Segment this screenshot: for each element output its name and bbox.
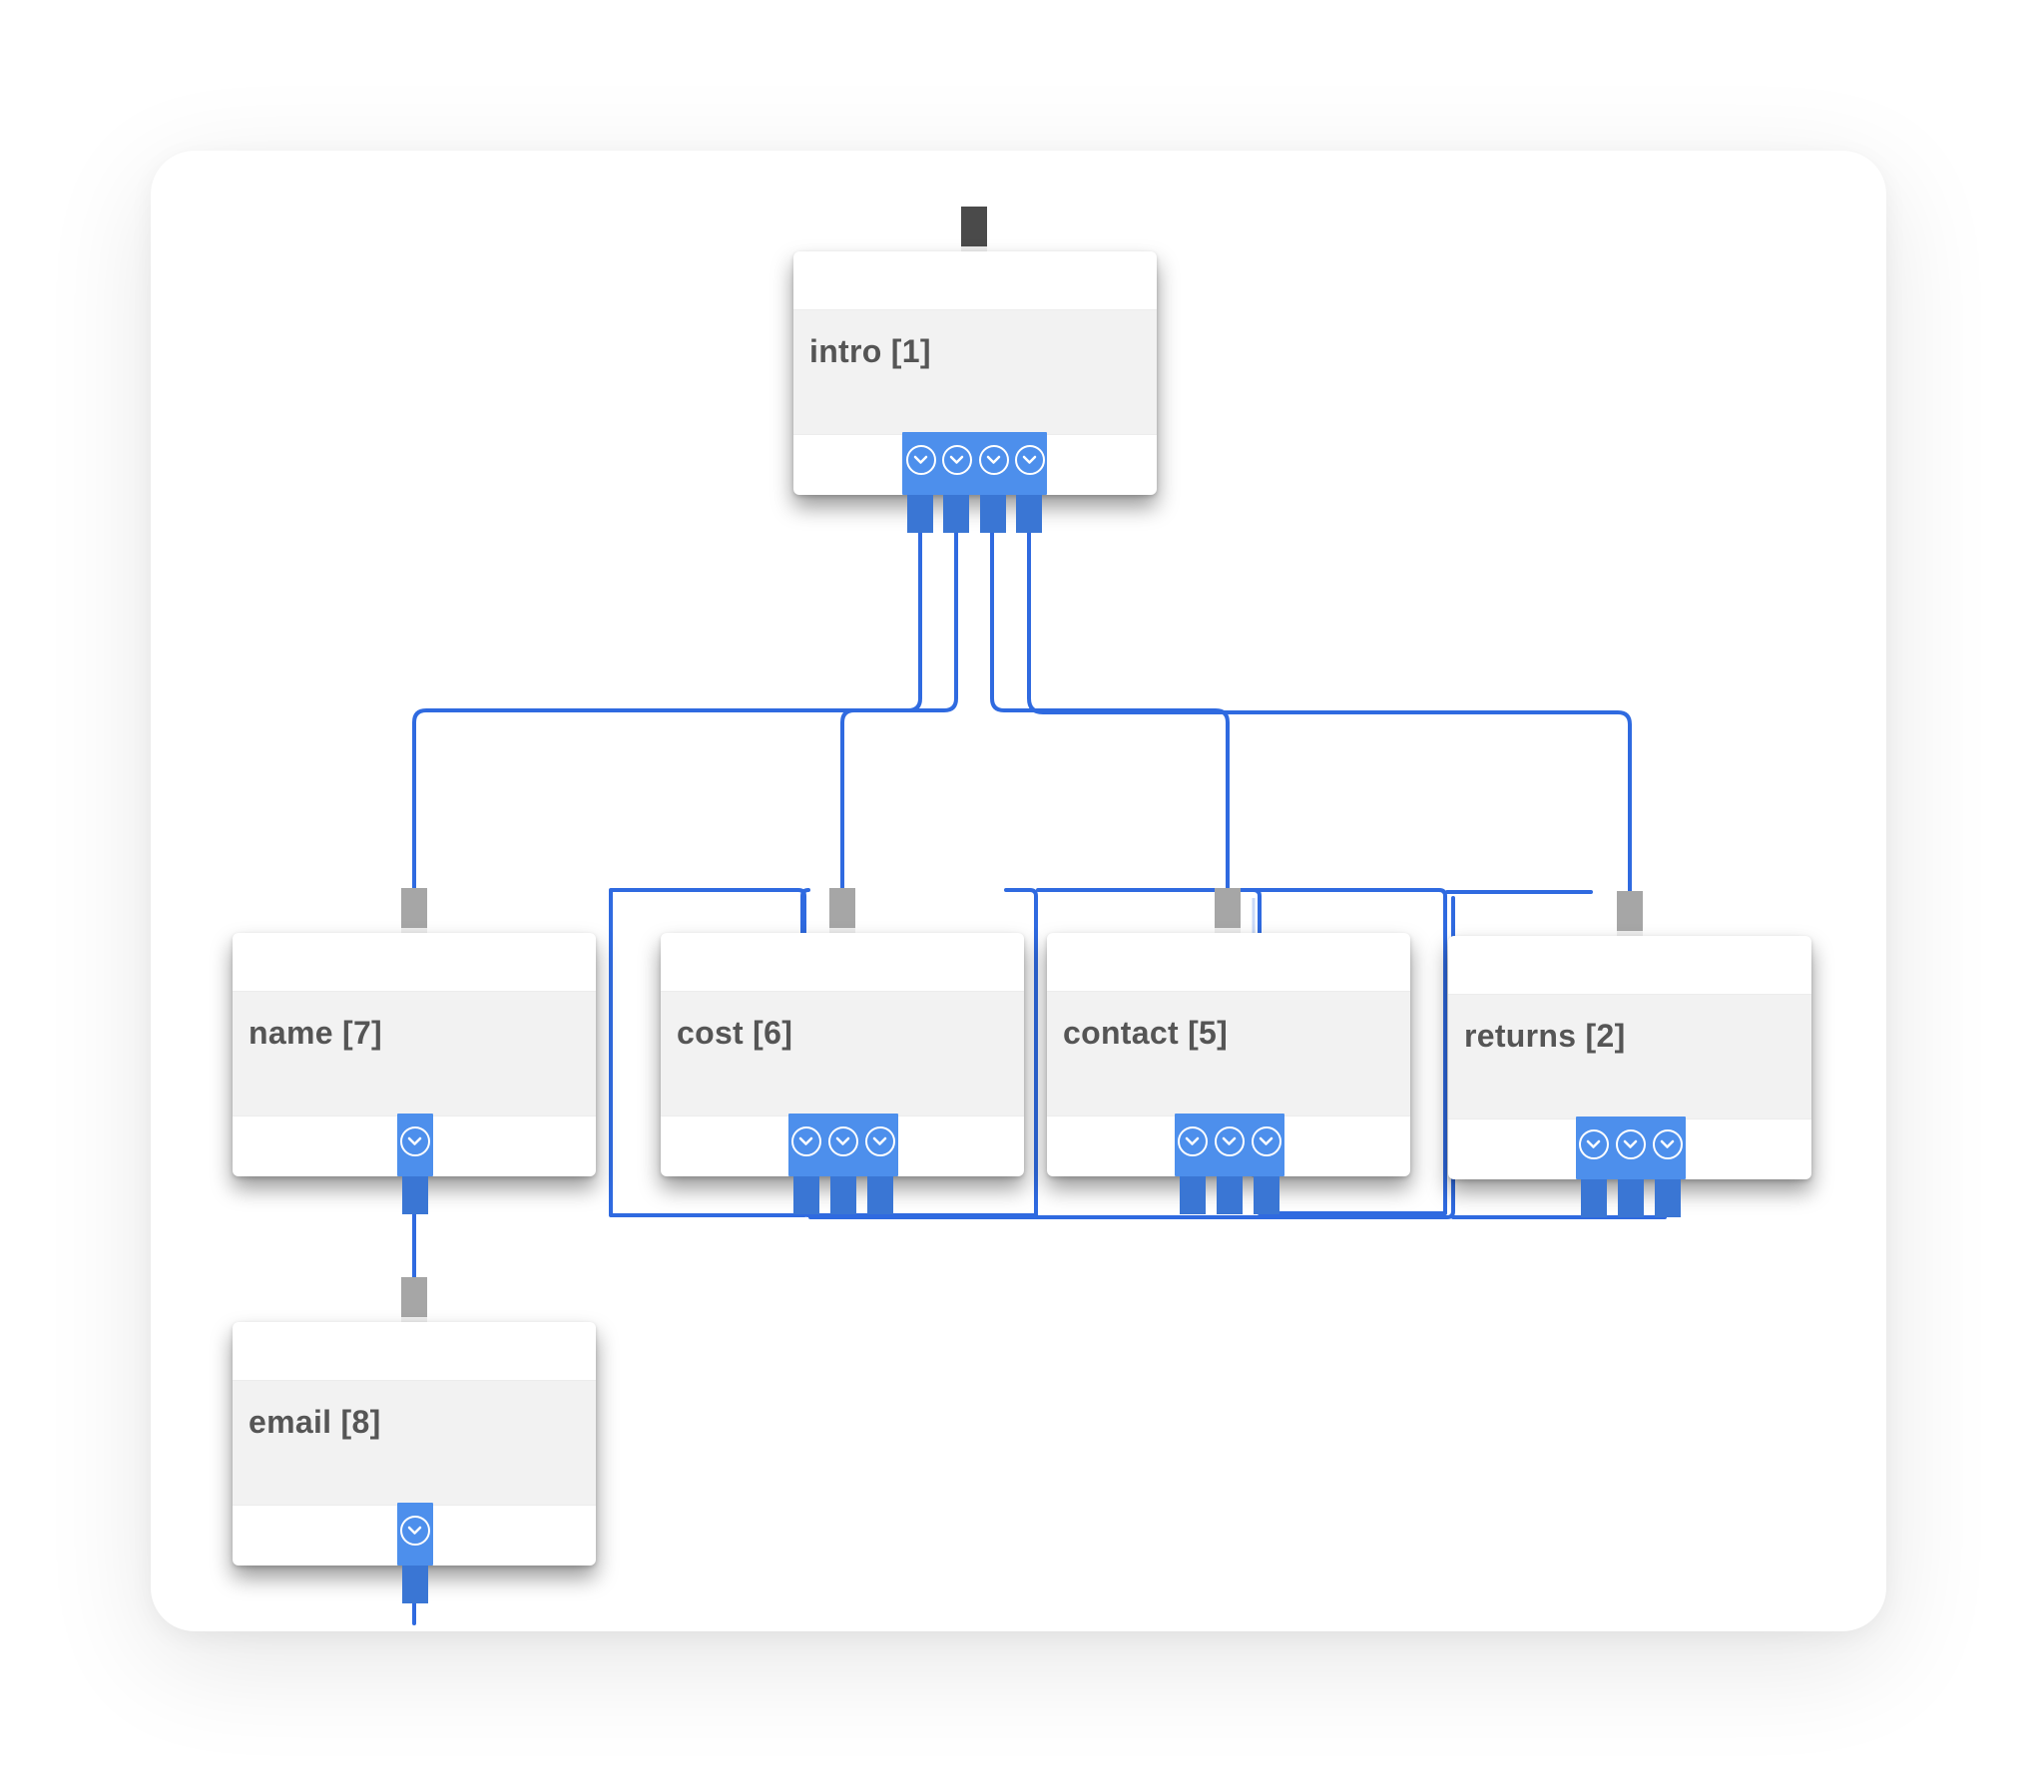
- node-cost[interactable]: cost [6]: [661, 933, 1024, 1214]
- node-name[interactable]: name [7]: [233, 933, 596, 1214]
- node-label: intro [1]: [809, 333, 931, 369]
- chevron-down-circle-icon[interactable]: [1653, 1129, 1683, 1159]
- node-name-header-band: [233, 991, 596, 1117]
- output-stub: [1655, 1179, 1681, 1217]
- chevron-down-circle-icon[interactable]: [979, 445, 1009, 475]
- chevron-down-circle-icon[interactable]: [1616, 1129, 1646, 1159]
- chevron-down-circle-icon[interactable]: [1178, 1126, 1208, 1156]
- node-email[interactable]: email [8]: [233, 1322, 596, 1603]
- chevron-down-circle-icon[interactable]: [791, 1126, 821, 1156]
- output-stub: [1618, 1179, 1644, 1217]
- chevron-down-circle-icon[interactable]: [906, 445, 936, 475]
- node-email-header-band: [233, 1380, 596, 1506]
- email-output-bar: [397, 1503, 433, 1566]
- chevron-down-circle-icon[interactable]: [865, 1126, 895, 1156]
- node-cost-header-band: [661, 991, 1024, 1117]
- chevron-down-circle-icon[interactable]: [1579, 1129, 1609, 1159]
- output-stub: [1016, 495, 1042, 533]
- intro-output-bar: [902, 432, 1047, 495]
- output-stub: [943, 495, 969, 533]
- node-intro[interactable]: intro [1]: [793, 251, 1157, 533]
- node-label: returns [2]: [1464, 1018, 1626, 1054]
- output-stub: [830, 1176, 856, 1214]
- chevron-down-circle-icon[interactable]: [1252, 1126, 1281, 1156]
- node-contact[interactable]: contact [5]: [1047, 933, 1410, 1214]
- chevron-down-circle-icon[interactable]: [400, 1126, 430, 1156]
- output-stub: [867, 1176, 893, 1214]
- chevron-down-circle-icon[interactable]: [1015, 445, 1045, 475]
- contact-output-bar: [1175, 1114, 1284, 1176]
- node-intro-header-band: [793, 309, 1157, 435]
- node-returns-header-band: [1448, 994, 1811, 1120]
- output-stub: [1217, 1176, 1243, 1214]
- chevron-down-circle-icon[interactable]: [400, 1516, 430, 1546]
- output-stub: [402, 1176, 428, 1214]
- chevron-down-circle-icon[interactable]: [1215, 1126, 1245, 1156]
- node-returns[interactable]: returns [2]: [1448, 936, 1811, 1217]
- node-contact-header-band: [1047, 991, 1410, 1117]
- output-stub: [793, 1176, 819, 1214]
- cost-output-bar: [788, 1114, 898, 1176]
- name-output-bar: [397, 1114, 433, 1176]
- chevron-down-circle-icon[interactable]: [828, 1126, 858, 1156]
- chevron-down-circle-icon[interactable]: [942, 445, 972, 475]
- output-stub: [1254, 1176, 1279, 1214]
- returns-output-bar: [1576, 1117, 1686, 1179]
- output-stub: [1581, 1179, 1607, 1217]
- output-stub: [1180, 1176, 1206, 1214]
- node-label: email [8]: [249, 1404, 381, 1440]
- node-label: cost [6]: [677, 1015, 793, 1051]
- node-label: name [7]: [249, 1015, 382, 1051]
- output-stub: [907, 495, 933, 533]
- node-label: contact [5]: [1063, 1015, 1229, 1051]
- output-stub: [980, 495, 1006, 533]
- output-stub: [402, 1566, 428, 1603]
